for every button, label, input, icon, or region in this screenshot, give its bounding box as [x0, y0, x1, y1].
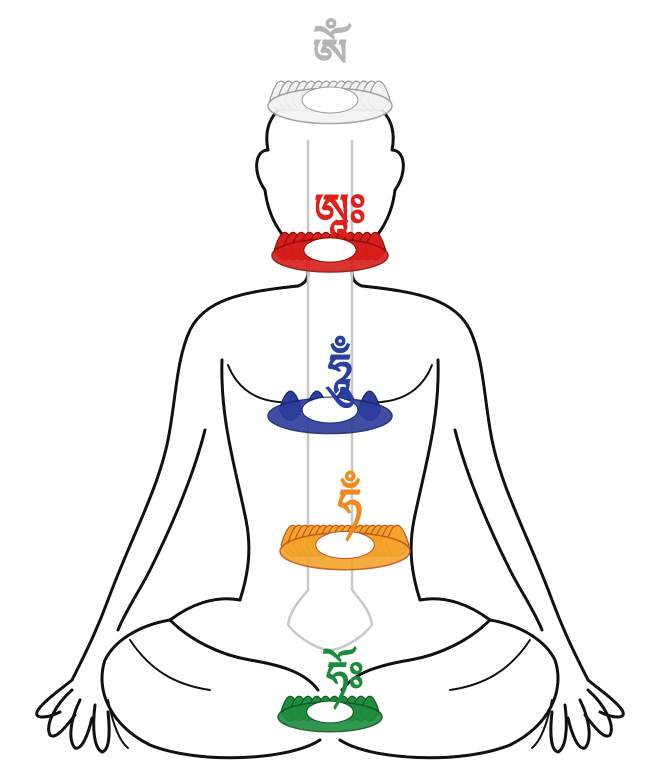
chakra-crown: ༀ [268, 18, 392, 124]
throat-lotus [272, 232, 388, 272]
chakra-navel: ཧྃ [280, 470, 410, 570]
chakra-throat: ཨཱཿ [272, 185, 388, 272]
chakra-heart: ཧཱུྃ [268, 335, 392, 434]
throat-lotus-center [304, 238, 356, 262]
crown-syllable: ༀ [312, 18, 351, 81]
heart-lotus [268, 391, 392, 433]
chakra-base: ཧོཿ [278, 645, 382, 732]
heart-lotus-center [302, 397, 358, 423]
navel-lotus-center [316, 531, 375, 558]
throat-syllable: ཨཱཿ [314, 185, 366, 240]
base-lotus-center [307, 701, 354, 723]
navel-lotus [280, 525, 410, 569]
base-lotus [278, 696, 382, 732]
crown-lotus-center [302, 87, 358, 113]
crown-lotus [268, 81, 392, 123]
